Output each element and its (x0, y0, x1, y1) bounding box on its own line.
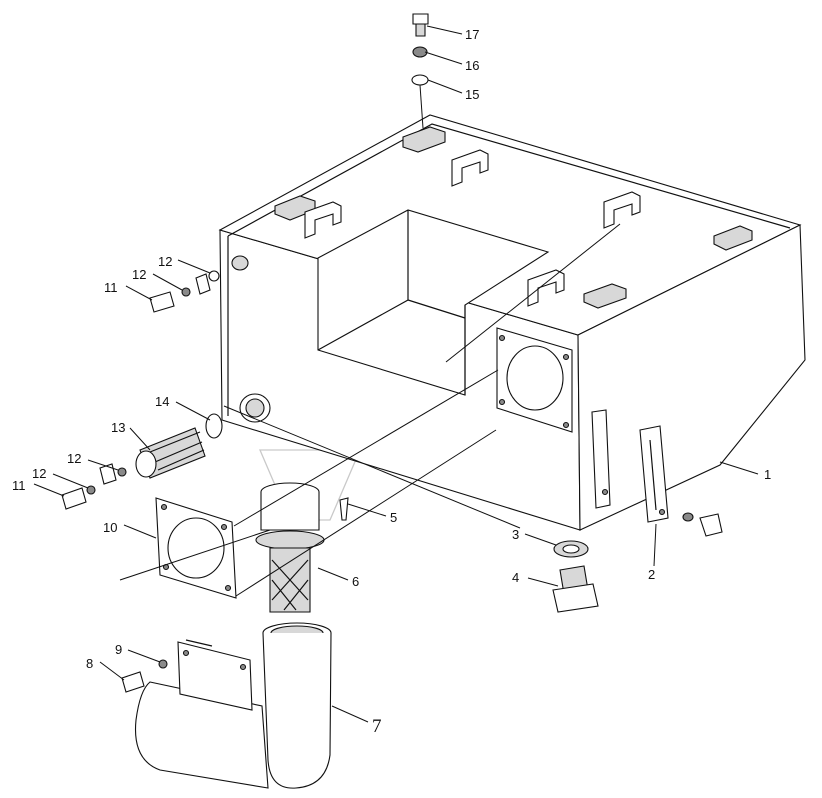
callout-12-lower: 12 (32, 466, 46, 481)
callout-8: 8 (86, 656, 93, 671)
filler-breather (255, 482, 349, 613)
callout-12-lower-second: 12 (67, 451, 81, 466)
callout-6: 6 (352, 574, 359, 589)
callout-2: 2 (648, 567, 655, 582)
callout-4: 4 (512, 570, 519, 585)
callout-3: 3 (512, 527, 519, 542)
suction-pipe (121, 622, 332, 789)
drain-plug (552, 540, 599, 613)
upper-fitting-assembly (149, 255, 249, 313)
top-bolt-stack (411, 13, 429, 129)
callout-10: 10 (103, 520, 117, 535)
callout-13: 13 (111, 420, 125, 435)
leader-lines (33, 25, 759, 723)
lower-fitting-assembly (61, 463, 127, 510)
callout-5: 5 (390, 510, 397, 525)
gasket-flange (155, 497, 237, 599)
callout-9: 9 (115, 642, 122, 657)
callout-17: 17 (465, 27, 479, 42)
callout-12-mid: 12 (132, 267, 146, 282)
callout-7: 7 (372, 716, 382, 737)
callout-12-top: 12 (158, 254, 172, 269)
callout-1: 1 (764, 467, 771, 482)
level-gauge (591, 409, 723, 537)
callout-15: 15 (465, 87, 479, 102)
callout-14: 14 (155, 394, 169, 409)
callout-labels: 1 2 3 4 5 6 7 8 9 10 11 11 12 12 12 12 1… (12, 27, 771, 737)
callout-11-upper: 11 (104, 280, 118, 295)
suction-strainer (135, 413, 223, 479)
callout-16: 16 (465, 58, 479, 73)
callout-11-lower: 11 (12, 478, 26, 493)
hydraulic-tank (218, 114, 806, 531)
